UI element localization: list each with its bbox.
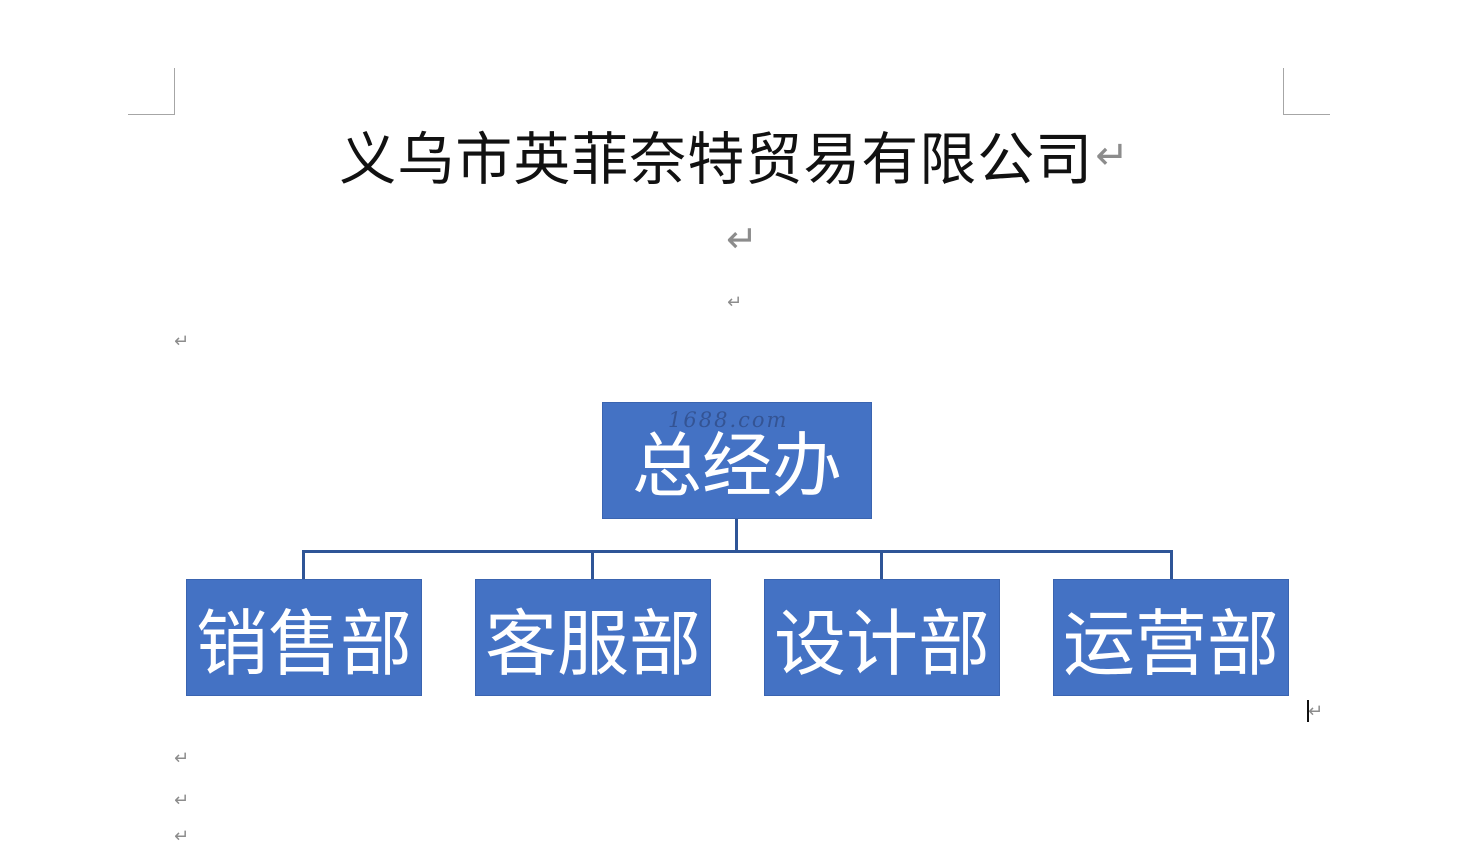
org-connector-horizontal [302, 550, 1173, 553]
paragraph-mark-icon: ↵ [174, 826, 190, 847]
org-connector-root [735, 519, 738, 552]
paragraph-mark-icon: ↵ [174, 331, 190, 352]
paragraph-mark-icon: ↵ [1095, 133, 1130, 179]
paragraph-mark-icon: ↵ [174, 748, 190, 769]
org-node-sales[interactable]: 销售部 [186, 579, 422, 696]
paragraph-mark-icon: ↵ [174, 790, 190, 811]
org-node-label: 销售部 [195, 602, 412, 686]
paragraph-mark-icon: ↵ [726, 217, 758, 261]
org-node-root[interactable]: 总经办 [602, 402, 872, 519]
org-node-label: 客服部 [484, 602, 701, 686]
document-title[interactable]: 义乌市英菲奈特贸易有限公司↵ [0, 120, 1469, 196]
org-node-label: 设计部 [773, 602, 990, 686]
org-connector-child [1170, 550, 1173, 579]
org-node-label: 总经办 [632, 425, 842, 507]
org-connector-child [880, 550, 883, 579]
org-connector-child [591, 550, 594, 579]
org-connector-child [302, 550, 305, 579]
page-margin-corner-top-right [1283, 68, 1330, 115]
page-margin-corner-top-left [128, 68, 175, 115]
org-node-operations[interactable]: 运营部 [1053, 579, 1289, 696]
document-title-text[interactable]: 义乌市英菲奈特贸易有限公司 [339, 127, 1094, 193]
paragraph-mark-icon: ↵ [1308, 701, 1324, 722]
watermark-text: 1688.com [668, 408, 789, 432]
text-cursor [1307, 700, 1309, 722]
paragraph-mark-icon: ↵ [727, 292, 743, 313]
org-node-customer-service[interactable]: 客服部 [475, 579, 711, 696]
org-node-label: 运营部 [1062, 602, 1279, 686]
org-node-design[interactable]: 设计部 [764, 579, 1000, 696]
